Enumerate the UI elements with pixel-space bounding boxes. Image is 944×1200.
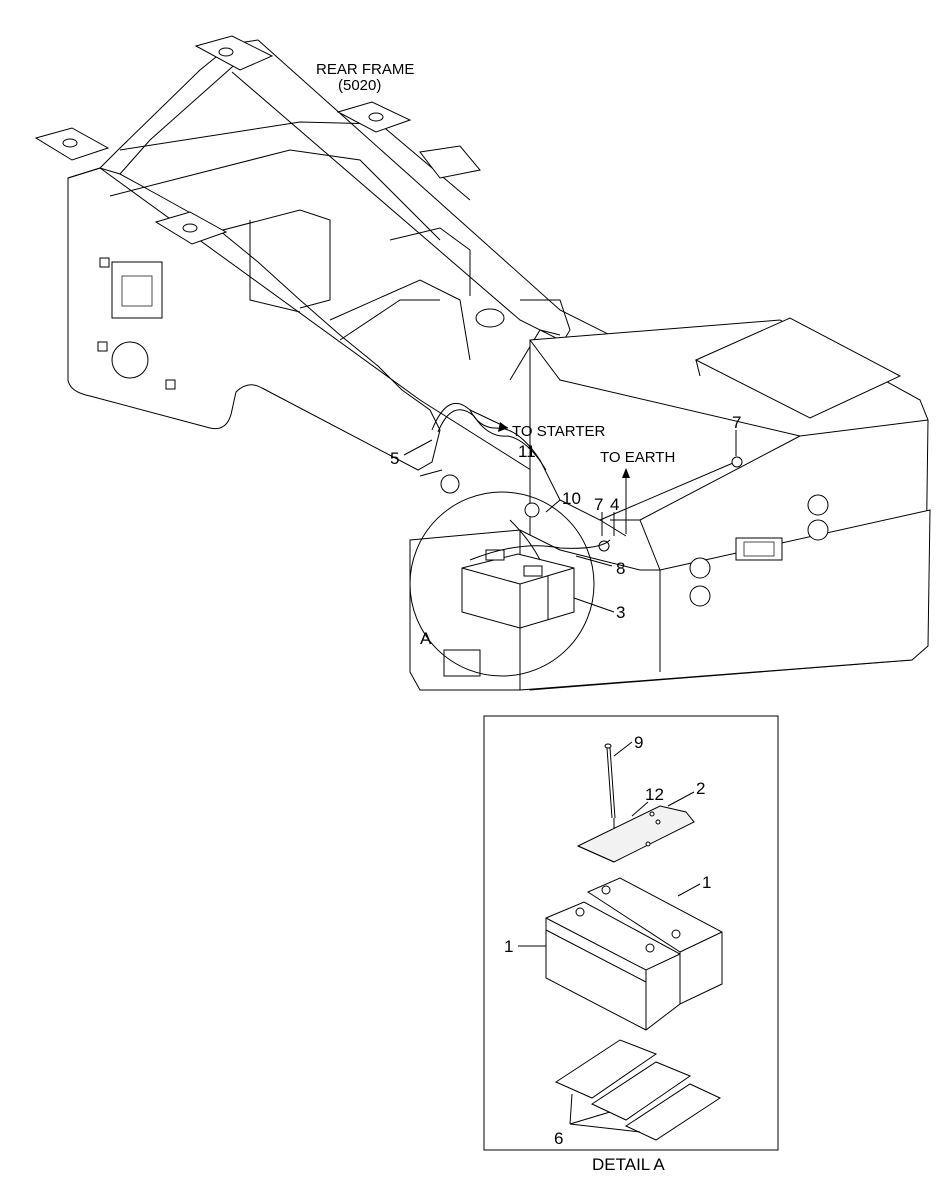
callout-11: 11 bbox=[518, 442, 536, 461]
callout-12: 12 bbox=[645, 785, 664, 804]
callout-9: 9 bbox=[634, 733, 643, 752]
callout-7-earth: 7 bbox=[594, 495, 603, 514]
callout-10: 10 bbox=[562, 489, 581, 508]
callout-4: 4 bbox=[610, 495, 619, 514]
detail-a-caption: DETAIL A bbox=[592, 1155, 665, 1174]
detail-a-drawing bbox=[518, 741, 723, 1141]
title-line-2: (5020) bbox=[338, 77, 381, 94]
to-starter-label: TO STARTER bbox=[512, 423, 606, 440]
callout-8: 8 bbox=[616, 559, 625, 578]
title-line-1: REAR FRAME bbox=[316, 61, 414, 78]
callout-6: 6 bbox=[554, 1129, 563, 1148]
detail-a-frame bbox=[483, 715, 779, 1151]
callout-3: 3 bbox=[616, 603, 625, 622]
callout-1-front: 1 bbox=[504, 937, 513, 956]
callout-1-rear: 1 bbox=[702, 873, 711, 892]
rear-frame-drawing bbox=[34, 35, 931, 691]
to-earth-label: TO EARTH bbox=[600, 449, 675, 466]
detail-a-marker: A bbox=[420, 629, 432, 648]
callout-7-right: 7 bbox=[732, 413, 741, 432]
callout-2: 2 bbox=[696, 779, 705, 798]
callout-5: 5 bbox=[390, 449, 399, 468]
main-leaders bbox=[403, 409, 737, 613]
detail-a-circle bbox=[409, 491, 595, 677]
